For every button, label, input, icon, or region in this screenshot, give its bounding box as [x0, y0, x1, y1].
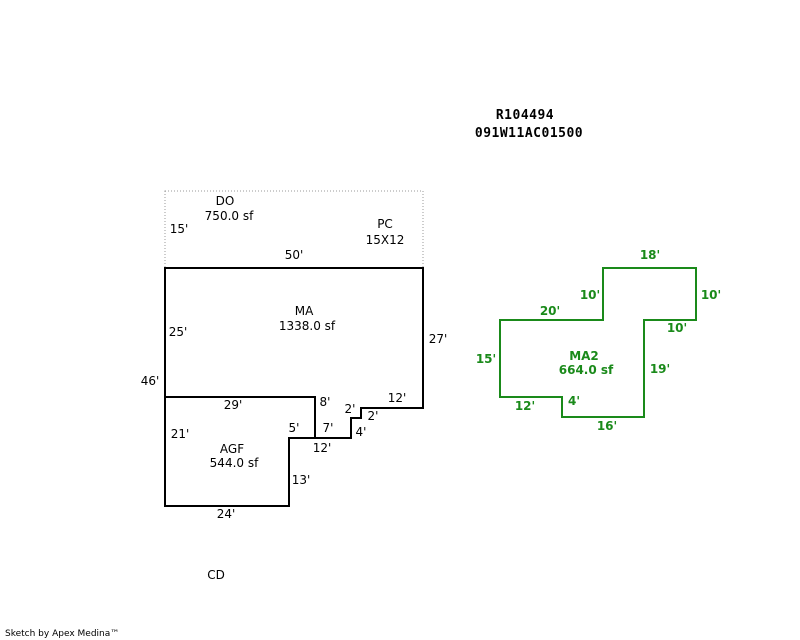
dim-agf-top: 29': [224, 398, 243, 412]
ma2-dim-bottom: 16': [597, 419, 617, 433]
ma2-dim-right-top: 10': [701, 288, 721, 302]
dim-step-2b: 2': [368, 409, 379, 423]
dim-step-12-top: 12': [388, 391, 407, 405]
do-pc-outline: [164, 190, 424, 269]
ma2-dim-right: 19': [650, 362, 670, 376]
dim-step-5: 5': [289, 421, 300, 435]
do-area: 750.0 sf: [205, 209, 254, 223]
dim-step-8: 8': [320, 395, 331, 409]
sketch-credit: Sketch by Apex Medina™: [5, 629, 119, 639]
dim-agf-left: 21': [171, 427, 190, 441]
do-label: DO: [216, 194, 235, 208]
ma2-dim-bottom-left: 12': [515, 399, 535, 413]
dim-step-12-bottom: 12': [313, 441, 332, 455]
ma2-dim-left: 15': [476, 352, 496, 366]
do-dimension: 15': [170, 222, 189, 236]
ma2-dim-mid-top: 20': [540, 304, 560, 318]
ma2-area: 664.0 sf: [559, 363, 614, 377]
dim-ma-top: 50': [285, 248, 304, 262]
ma-agf-outline: [164, 267, 424, 507]
agf-inner-wall: [165, 396, 316, 438]
map-number: 091W11AC01500: [475, 126, 583, 141]
dim-step-7: 7': [323, 421, 334, 435]
ma2-dim-inner-left: 10': [580, 288, 600, 302]
dim-ma-right: 27': [429, 332, 448, 346]
dim-agf-bottom: 24': [217, 507, 236, 521]
ma2-outline: [499, 267, 697, 418]
dim-agf-right: 13': [292, 473, 311, 487]
ma2-dim-inner-right: 10': [667, 321, 687, 335]
pc-label: PC: [377, 217, 393, 231]
ma-area: 1338.0 sf: [279, 319, 336, 333]
agf-label: AGF: [220, 442, 244, 456]
ma2-label: MA2: [569, 349, 599, 363]
dim-step-2a: 2': [345, 402, 356, 416]
ma-label: MA: [295, 304, 314, 318]
ma2-dim-step: 4': [568, 394, 580, 408]
ma2-dim-top: 18': [640, 248, 660, 262]
cd-label: CD: [207, 568, 225, 582]
dim-total-left: 46': [141, 374, 160, 388]
parcel-id: R104494: [496, 108, 554, 123]
dim-step-4: 4': [356, 425, 367, 439]
dim-ma-left: 25': [169, 325, 188, 339]
agf-area: 544.0 sf: [210, 456, 259, 470]
pc-size: 15X12: [366, 233, 405, 247]
